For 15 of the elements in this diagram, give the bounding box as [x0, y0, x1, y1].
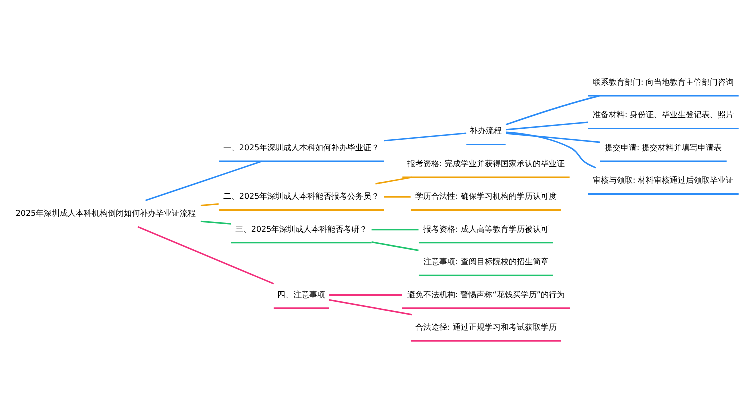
connector	[506, 121, 588, 130]
connector	[329, 298, 412, 316]
connector	[200, 202, 219, 206]
connector	[372, 241, 419, 251]
connector	[200, 220, 232, 224]
connector	[506, 94, 600, 126]
connector	[506, 132, 600, 143]
connector	[372, 228, 419, 230]
connector	[146, 160, 262, 201]
connector	[384, 132, 467, 142]
connector	[329, 294, 402, 296]
connector	[376, 176, 412, 184]
connector	[506, 131, 596, 168]
connector	[138, 226, 274, 284]
connector	[384, 196, 411, 198]
